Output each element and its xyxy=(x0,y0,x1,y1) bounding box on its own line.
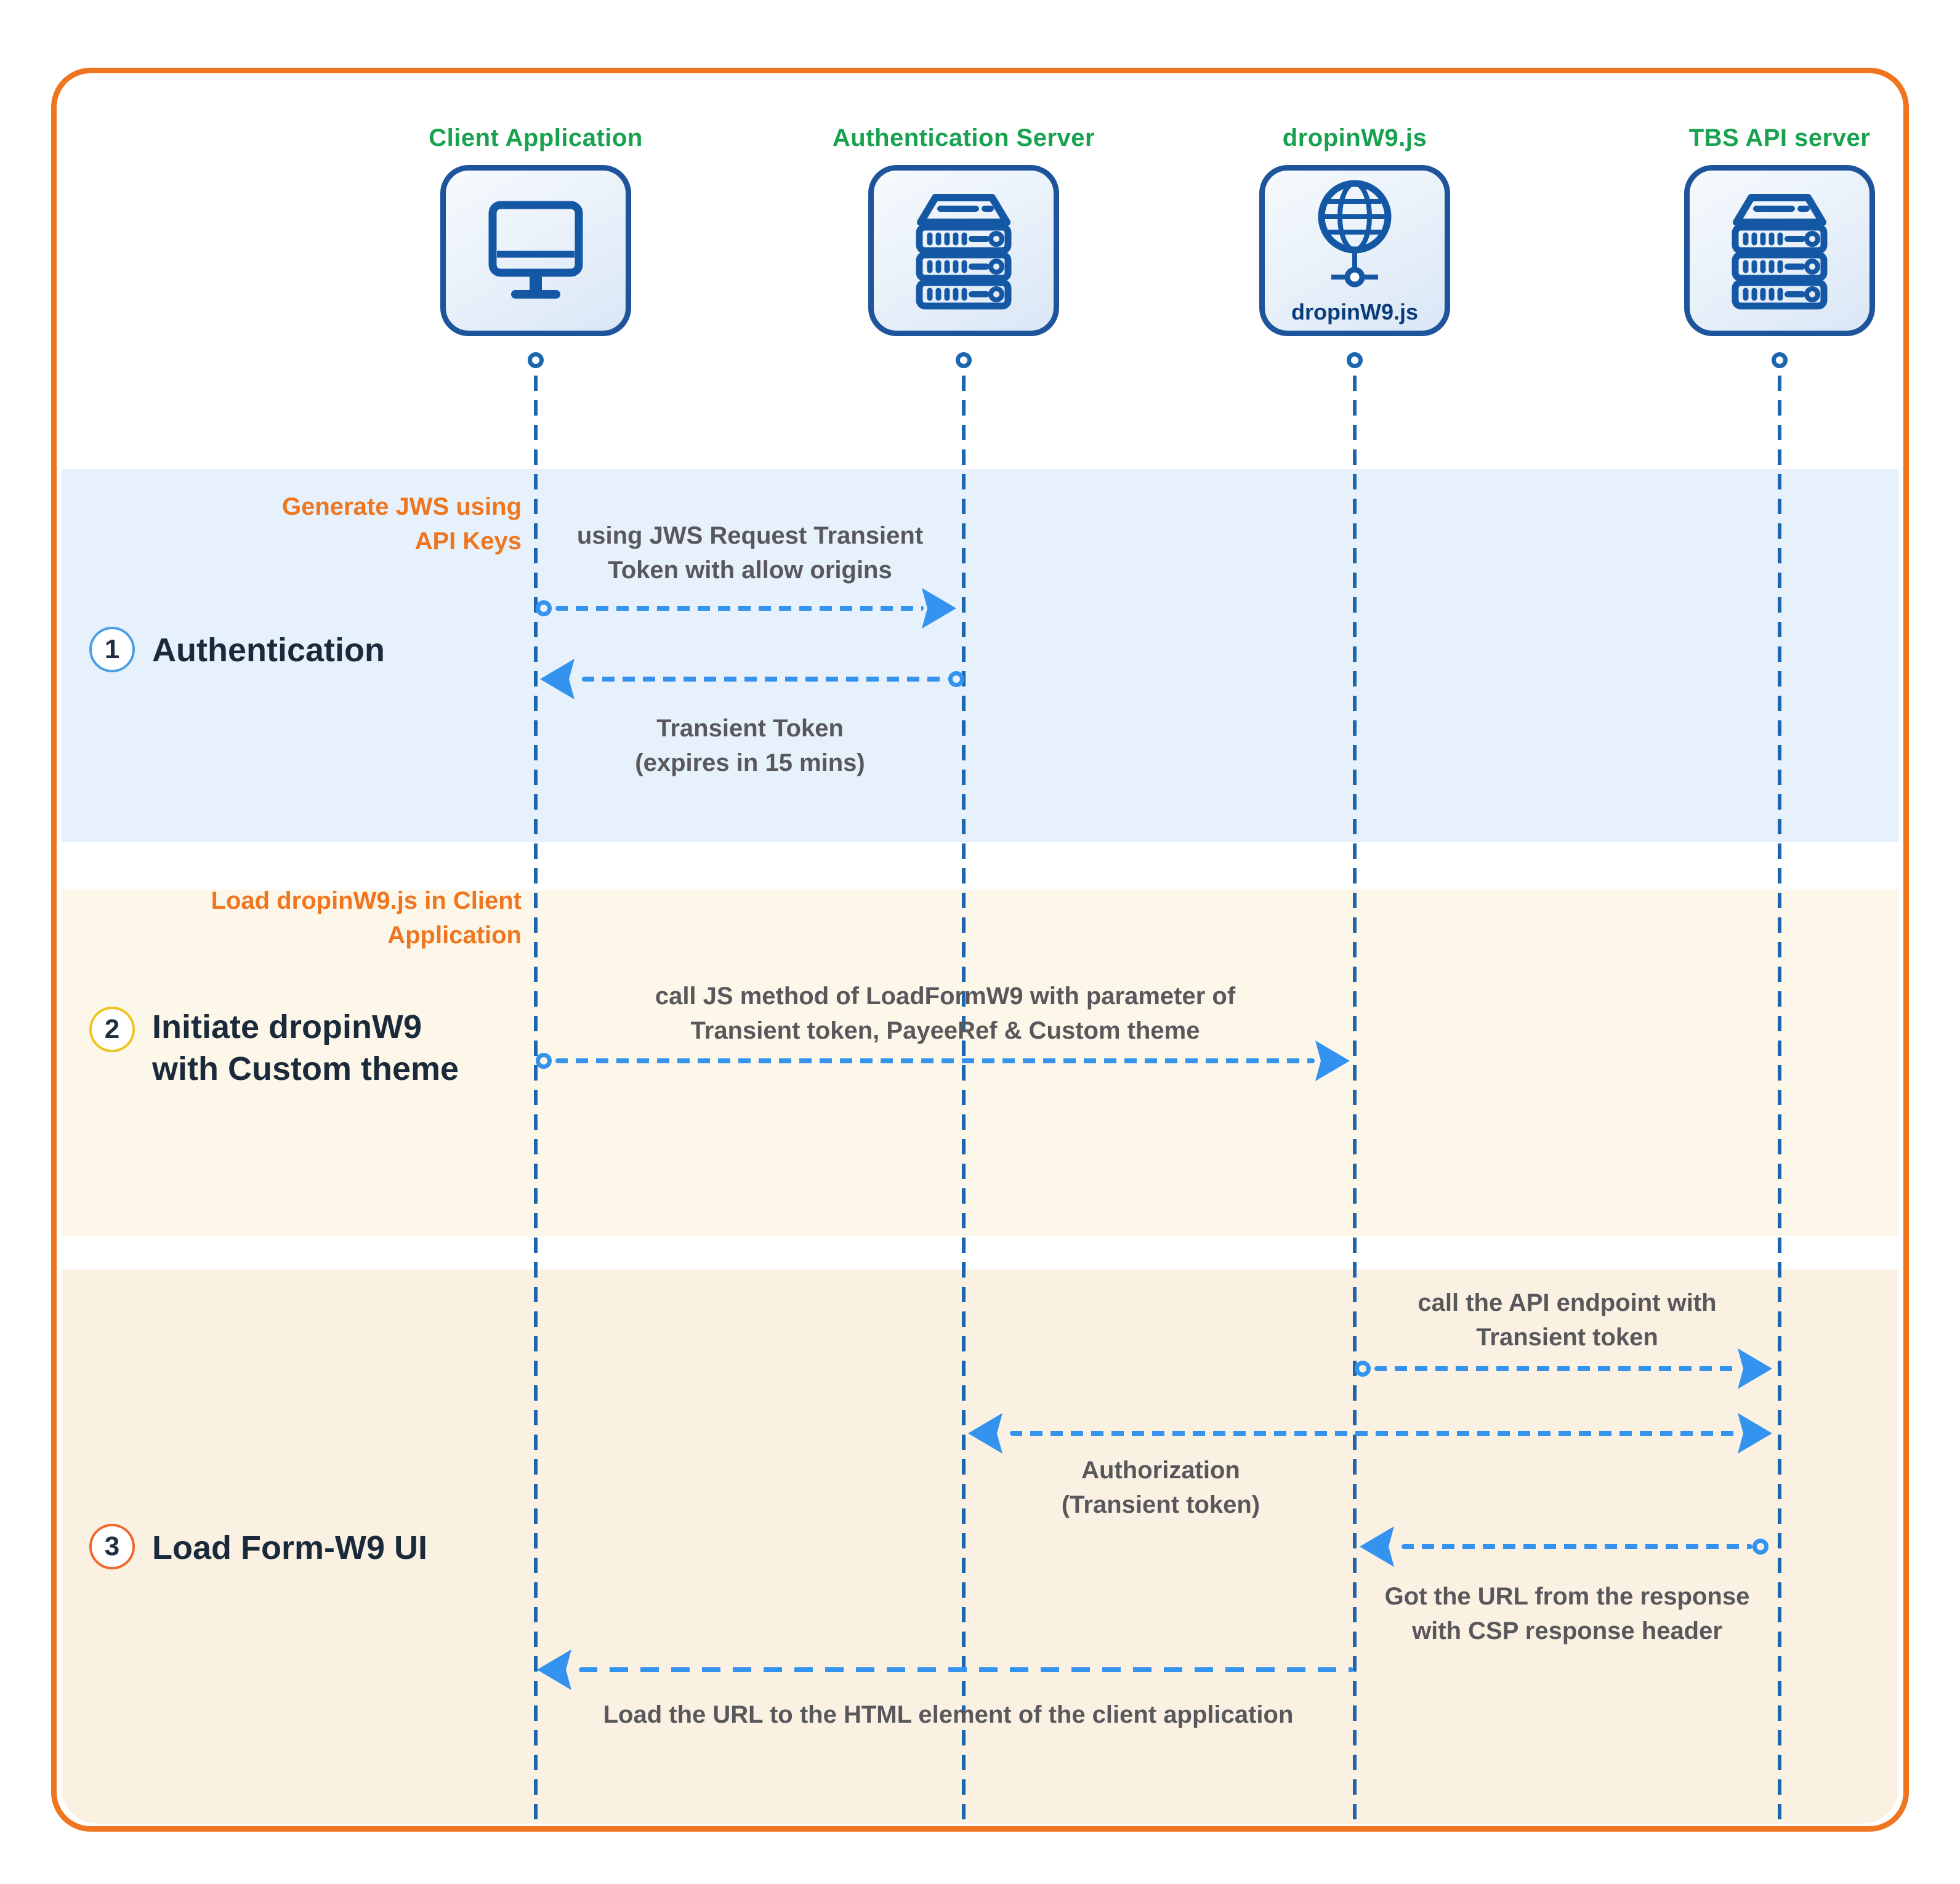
message-line: Token with allow origins xyxy=(608,557,892,584)
actor-label-tbs-api-server: TBS API server xyxy=(1688,124,1871,151)
note-line: API Keys xyxy=(414,528,522,555)
actor-box-client-application xyxy=(440,165,631,336)
lifeline-authentication-server xyxy=(962,376,966,1824)
note-line: Generate JWS using xyxy=(282,493,522,520)
dropinw9-box-caption: dropinW9.js xyxy=(1291,299,1418,324)
message-arrow-client-to-dropinw9 xyxy=(555,1058,1315,1063)
globe-network-icon xyxy=(1318,180,1392,288)
section-number-2: 2 xyxy=(89,1007,135,1052)
message-line: (expires in 15 mins) xyxy=(635,749,865,776)
lifeline-pin-icon xyxy=(1347,352,1363,368)
lifeline-dropinw9-js xyxy=(1353,376,1357,1824)
message-label-got-url: Got the URL from the response with CSP r… xyxy=(1333,1579,1801,1648)
message-label-call-api-endpoint: call the API endpoint with Transient tok… xyxy=(1352,1286,1783,1355)
message-label-call-loadformw9: call JS method of LoadFormW9 with parame… xyxy=(607,979,1284,1048)
message-label-request-transient-token: using JWS Request Transient Token with a… xyxy=(565,518,935,587)
actor-label-authentication-server: Authentication Server xyxy=(832,124,1095,151)
server-stack-icon xyxy=(1732,194,1828,310)
actor-label-client-application: Client Application xyxy=(429,124,643,151)
message-arrow-authorization xyxy=(1010,1431,1736,1436)
message-line: with CSP response header xyxy=(1412,1617,1722,1644)
section-title-authentication: Authentication xyxy=(152,632,385,669)
message-arrow-dropinw9-to-client xyxy=(579,1667,1353,1672)
section-title-initiate-dropinw9: Initiate dropinW9 with Custom theme xyxy=(152,1006,459,1090)
message-label-transient-token: Transient Token (expires in 15 mins) xyxy=(565,711,935,780)
actor-box-tbs-api-server xyxy=(1684,165,1875,336)
server-stack-icon xyxy=(916,194,1012,310)
message-line: call JS method of LoadFormW9 with parame… xyxy=(655,983,1236,1010)
lifeline-pin-icon xyxy=(1772,352,1788,368)
message-line: Transient Token xyxy=(656,715,844,742)
message-source-dot xyxy=(948,671,964,687)
message-source-dot xyxy=(536,1053,552,1069)
message-line: Authorization xyxy=(1081,1457,1240,1484)
message-arrow-client-to-auth xyxy=(555,606,924,611)
message-label-load-url: Load the URL to the HTML element of the … xyxy=(486,1697,1410,1732)
lifeline-tbs-api-server xyxy=(1778,376,1781,1824)
message-arrow-dropinw9-to-tbs xyxy=(1374,1366,1736,1371)
section-number-1: 1 xyxy=(89,627,135,672)
section-title-line: with Custom theme xyxy=(152,1050,459,1087)
message-line: (Transient token) xyxy=(1061,1491,1260,1518)
note-line: Load dropinW9.js in Client xyxy=(211,887,522,914)
note-line: Application xyxy=(387,922,522,949)
message-source-dot xyxy=(1355,1361,1371,1377)
lifeline-client-application xyxy=(534,376,538,1824)
diagram-border xyxy=(51,68,1909,1832)
monitor-icon xyxy=(488,201,583,299)
message-source-dot xyxy=(536,600,552,616)
message-line: Transient token, PayeeRef & Custom theme xyxy=(690,1017,1200,1044)
message-line: using JWS Request Transient xyxy=(576,522,924,549)
lifeline-pin-icon xyxy=(528,352,544,368)
lifeline-pin-icon xyxy=(956,352,972,368)
actor-label-dropinw9-js: dropinW9.js xyxy=(1282,124,1427,151)
section-authentication-band xyxy=(62,469,1898,842)
actor-box-dropinw9-js: dropinW9.js xyxy=(1259,165,1450,336)
message-source-dot xyxy=(1752,1539,1768,1555)
message-arrow-tbs-to-dropinw9 xyxy=(1401,1544,1752,1549)
note-generate-jws: Generate JWS using API Keys xyxy=(152,489,522,558)
message-line: Load the URL to the HTML element of the … xyxy=(603,1701,1294,1728)
section-number-3: 3 xyxy=(89,1524,135,1569)
message-line: call the API endpoint with xyxy=(1418,1289,1717,1316)
note-load-dropinw9: Load dropinW9.js in Client Application xyxy=(152,884,522,952)
message-arrow-auth-to-client xyxy=(582,677,948,682)
message-line: Got the URL from the response xyxy=(1384,1583,1750,1610)
section-title-line: Initiate dropinW9 xyxy=(152,1008,422,1045)
message-line: Transient token xyxy=(1476,1324,1658,1351)
actor-box-authentication-server xyxy=(868,165,1059,336)
section-title-load-form-w9: Load Form-W9 UI xyxy=(152,1529,427,1566)
message-label-authorization: Authorization (Transient token) xyxy=(976,1453,1345,1522)
